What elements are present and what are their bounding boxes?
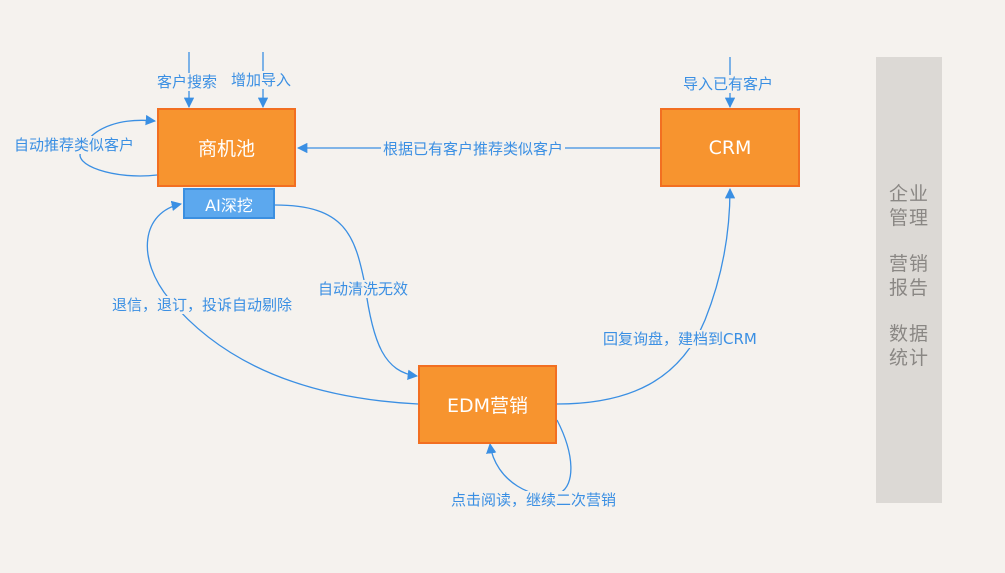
label-recommend-from-existing: 根据已有客户推荐类似客户 bbox=[381, 140, 566, 158]
label-add-import: 增加导入 bbox=[229, 71, 294, 89]
node-edm: EDM营销 bbox=[418, 365, 557, 444]
side-item-marketing-report: 营销报告 bbox=[889, 253, 930, 299]
label-click-read: 点击阅读，继续二次营销 bbox=[449, 491, 619, 509]
label-import-existing: 导入已有客户 bbox=[681, 75, 776, 93]
label-bounce-remove: 退信，退订，投诉自动剔除 bbox=[110, 296, 295, 314]
edge-reply-to-crm bbox=[556, 187, 736, 405]
side-item-data-statistics: 数据统计 bbox=[889, 323, 930, 369]
node-opportunity-pool: 商机池 bbox=[157, 108, 296, 187]
side-panel: 企业管理 营销报告 数据统计 bbox=[876, 57, 942, 503]
node-ai-mining: AI深挖 bbox=[183, 188, 275, 219]
label-reply-to-crm: 回复询盘，建档到CRM bbox=[601, 330, 759, 348]
side-item-enterprise-management: 企业管理 bbox=[889, 183, 930, 229]
label-auto-recommend: 自动推荐类似客户 bbox=[12, 136, 137, 154]
label-customer-search: 客户搜索 bbox=[155, 73, 220, 91]
edge-bounce-remove bbox=[146, 200, 419, 405]
label-auto-clean: 自动清洗无效 bbox=[316, 280, 411, 298]
node-crm: CRM bbox=[660, 108, 800, 187]
